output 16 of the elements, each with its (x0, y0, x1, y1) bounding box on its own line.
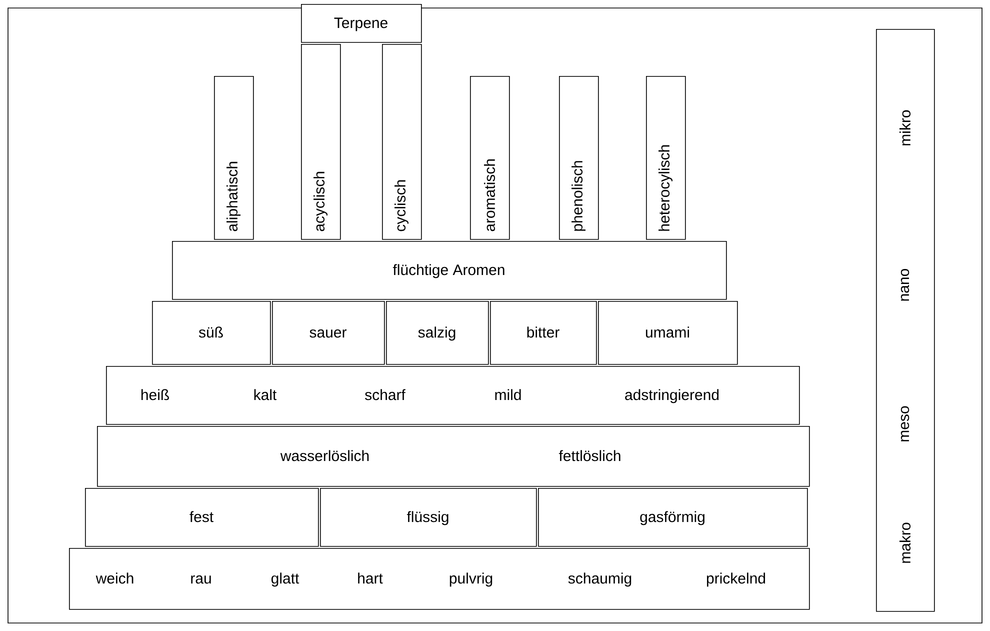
layer-cell: süß (152, 301, 271, 365)
layer-cell: salzig (386, 301, 489, 365)
scale-bar: mikro nano meso makro (876, 29, 935, 612)
layer-cell: gasförmig (538, 488, 808, 547)
category-bar: acyclisch (301, 44, 341, 240)
category-bar: heterocylisch (646, 76, 686, 240)
layer-cell: flüssig (320, 488, 537, 547)
layer-cell: sauer (272, 301, 385, 365)
category-bar: aromatisch (470, 76, 510, 240)
layer-cell: umami (598, 301, 738, 365)
layer-cell: fest (85, 488, 319, 547)
category-bar: aliphatisch (214, 76, 254, 240)
category-bar: phenolisch (559, 76, 599, 240)
category-bar: cyclisch (382, 44, 422, 240)
category-box: Terpene (301, 4, 422, 43)
layer-cell: bitter (490, 301, 597, 365)
